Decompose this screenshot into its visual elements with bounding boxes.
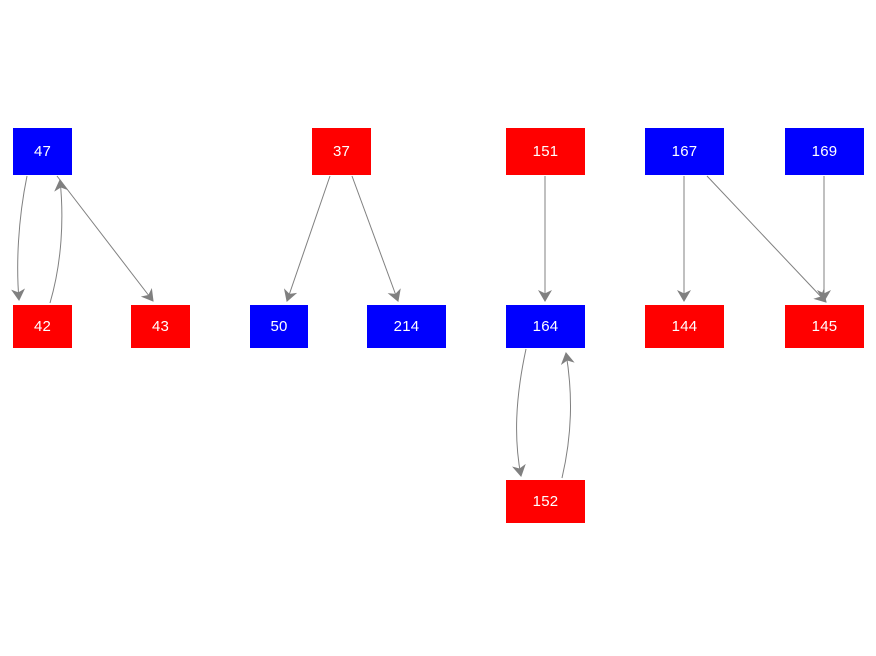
node-label: 214 xyxy=(393,318,420,335)
node-label: 164 xyxy=(532,318,559,335)
node-label: 47 xyxy=(33,143,52,160)
node-label: 152 xyxy=(532,493,559,510)
node-label: 42 xyxy=(33,318,52,335)
node-label: 169 xyxy=(811,143,838,160)
edge-37-to-214[interactable] xyxy=(351,175,401,302)
node-164[interactable]: 164 xyxy=(506,305,585,348)
edge-164-to-152[interactable] xyxy=(512,348,527,477)
edge-47-to-42[interactable] xyxy=(11,175,28,301)
node-152[interactable]: 152 xyxy=(506,480,585,523)
node-42[interactable]: 42 xyxy=(13,305,72,348)
edge-37-to-50[interactable] xyxy=(283,175,331,302)
edges-group xyxy=(11,175,831,479)
edge-152-to-164[interactable] xyxy=(560,352,575,479)
node-43[interactable]: 43 xyxy=(131,305,190,348)
node-label: 167 xyxy=(671,143,698,160)
node-169[interactable]: 169 xyxy=(785,128,864,175)
node-label: 144 xyxy=(671,318,698,335)
node-214[interactable]: 214 xyxy=(367,305,446,348)
edge-47-to-43[interactable] xyxy=(56,175,154,302)
edge-42-to-47[interactable] xyxy=(49,179,69,304)
node-167[interactable]: 167 xyxy=(645,128,724,175)
node-145[interactable]: 145 xyxy=(785,305,864,348)
node-label: 151 xyxy=(532,143,559,160)
node-label: 50 xyxy=(270,318,288,335)
node-144[interactable]: 144 xyxy=(645,305,724,348)
node-label: 43 xyxy=(151,318,170,335)
node-47[interactable]: 47 xyxy=(13,128,72,175)
edge-167-to-145[interactable] xyxy=(706,175,827,303)
node-37[interactable]: 37 xyxy=(312,128,371,175)
node-50[interactable]: 50 xyxy=(250,305,308,348)
node-label: 37 xyxy=(332,143,351,160)
node-label: 145 xyxy=(811,318,838,335)
node-151[interactable]: 151 xyxy=(506,128,585,175)
